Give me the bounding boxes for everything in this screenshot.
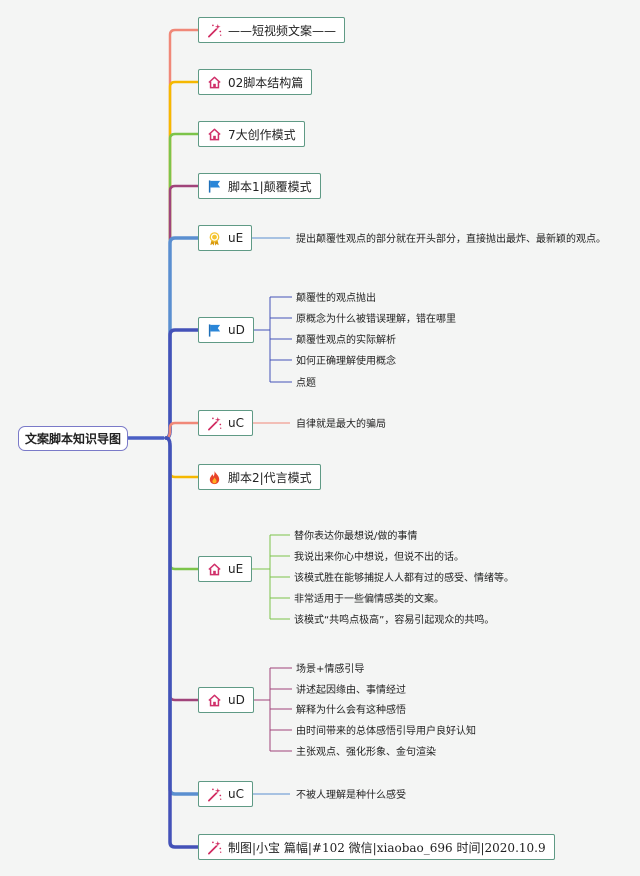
leaf-text: 由时间带来的总体感悟引导用户良好认知 <box>296 726 476 737</box>
branch-label: uD <box>228 323 245 337</box>
leaf-text: 提出颠覆性观点的部分就在开头部分，直接抛出最炸、最新颖的观点。 <box>296 234 606 245</box>
branch-label: 7大创作模式 <box>228 127 296 142</box>
branch-node[interactable]: uE <box>198 556 253 582</box>
leaf-text: 如何正确理解使用概念 <box>296 356 396 367</box>
flag-icon <box>207 323 222 338</box>
leaf-text: 替你表达你最想说/做的事情 <box>294 531 418 542</box>
branch-node[interactable]: 脚本2|代言模式 <box>198 464 321 490</box>
branch-node[interactable]: uC <box>198 781 253 807</box>
leaf-text: 不被人理解是种什么感受 <box>296 790 406 801</box>
leaf-text: 颠覆性的观点抛出 <box>296 293 376 304</box>
leaf-text: 解释为什么会有这种感悟 <box>296 705 406 716</box>
leaf-text: 我说出来你心中想说，但说不出的话。 <box>294 552 464 563</box>
branch-node[interactable]: uD <box>198 317 254 343</box>
sparkle-wand-icon <box>207 840 222 855</box>
branch-node[interactable]: 脚本1|颠覆模式 <box>198 173 321 199</box>
house-icon <box>207 75 222 90</box>
branch-node[interactable]: uC <box>198 410 253 436</box>
leaf-text: 该模式“共鸣点极高”，容易引起观众的共鸣。 <box>294 615 495 626</box>
leaf-text: 该模式胜在能够捕捉人人都有过的感受、情绪等。 <box>294 573 514 584</box>
branch-label: 02脚本结构篇 <box>228 75 304 90</box>
sparkle-wand-icon <box>207 23 222 38</box>
branch-label: uE <box>228 231 244 245</box>
leaf-text: 主张观点、强化形象、金句渲染 <box>296 747 436 758</box>
leaf-text: 非常适用于一些偏情感类的文案。 <box>294 594 444 605</box>
leaf-text: 场景+情感引导 <box>296 664 365 675</box>
branch-label: 制图|小宝 篇幅|#102 微信|xiaobao_696 时间|2020.10.… <box>228 840 546 855</box>
leaf-text: 自律就是最大的骗局 <box>296 419 386 430</box>
leaf-text: 讲述起因缘由、事情经过 <box>296 685 406 696</box>
branch-node[interactable]: uE <box>198 225 253 251</box>
award-ribbon-icon <box>207 231 222 246</box>
fire-icon <box>207 470 222 485</box>
house-icon <box>207 127 222 142</box>
branch-node[interactable]: 7大创作模式 <box>198 121 305 147</box>
house-icon <box>207 693 222 708</box>
flag-icon <box>207 179 222 194</box>
branch-node[interactable]: 02脚本结构篇 <box>198 69 313 95</box>
leaf-text: 点题 <box>296 378 316 389</box>
branch-connector <box>164 436 200 849</box>
branch-label: 脚本1|颠覆模式 <box>228 179 312 194</box>
leaf-text: 原概念为什么被错误理解，错在哪里 <box>296 314 456 325</box>
branch-node[interactable]: 制图|小宝 篇幅|#102 微信|xiaobao_696 时间|2020.10.… <box>198 834 555 860</box>
leaf-text: 颠覆性观点的实际解析 <box>296 335 396 346</box>
branch-label: uC <box>228 787 244 801</box>
branch-node[interactable]: uD <box>198 687 254 713</box>
root-label: 文案脚本知识导图 <box>24 432 121 446</box>
branch-node[interactable]: ——短视频文案—— <box>198 17 346 43</box>
sparkle-wand-icon <box>207 787 222 802</box>
branch-label: uC <box>228 416 244 430</box>
branch-label: ——短视频文案—— <box>228 23 337 38</box>
sparkle-wand-icon <box>207 416 222 431</box>
branch-label: 脚本2|代言模式 <box>228 470 312 485</box>
house-icon <box>207 562 222 577</box>
connector-lines <box>128 28 292 849</box>
branch-label: uE <box>228 562 244 576</box>
branch-label: uD <box>228 693 245 707</box>
root-node[interactable]: 文案脚本知识导图 <box>18 426 128 451</box>
